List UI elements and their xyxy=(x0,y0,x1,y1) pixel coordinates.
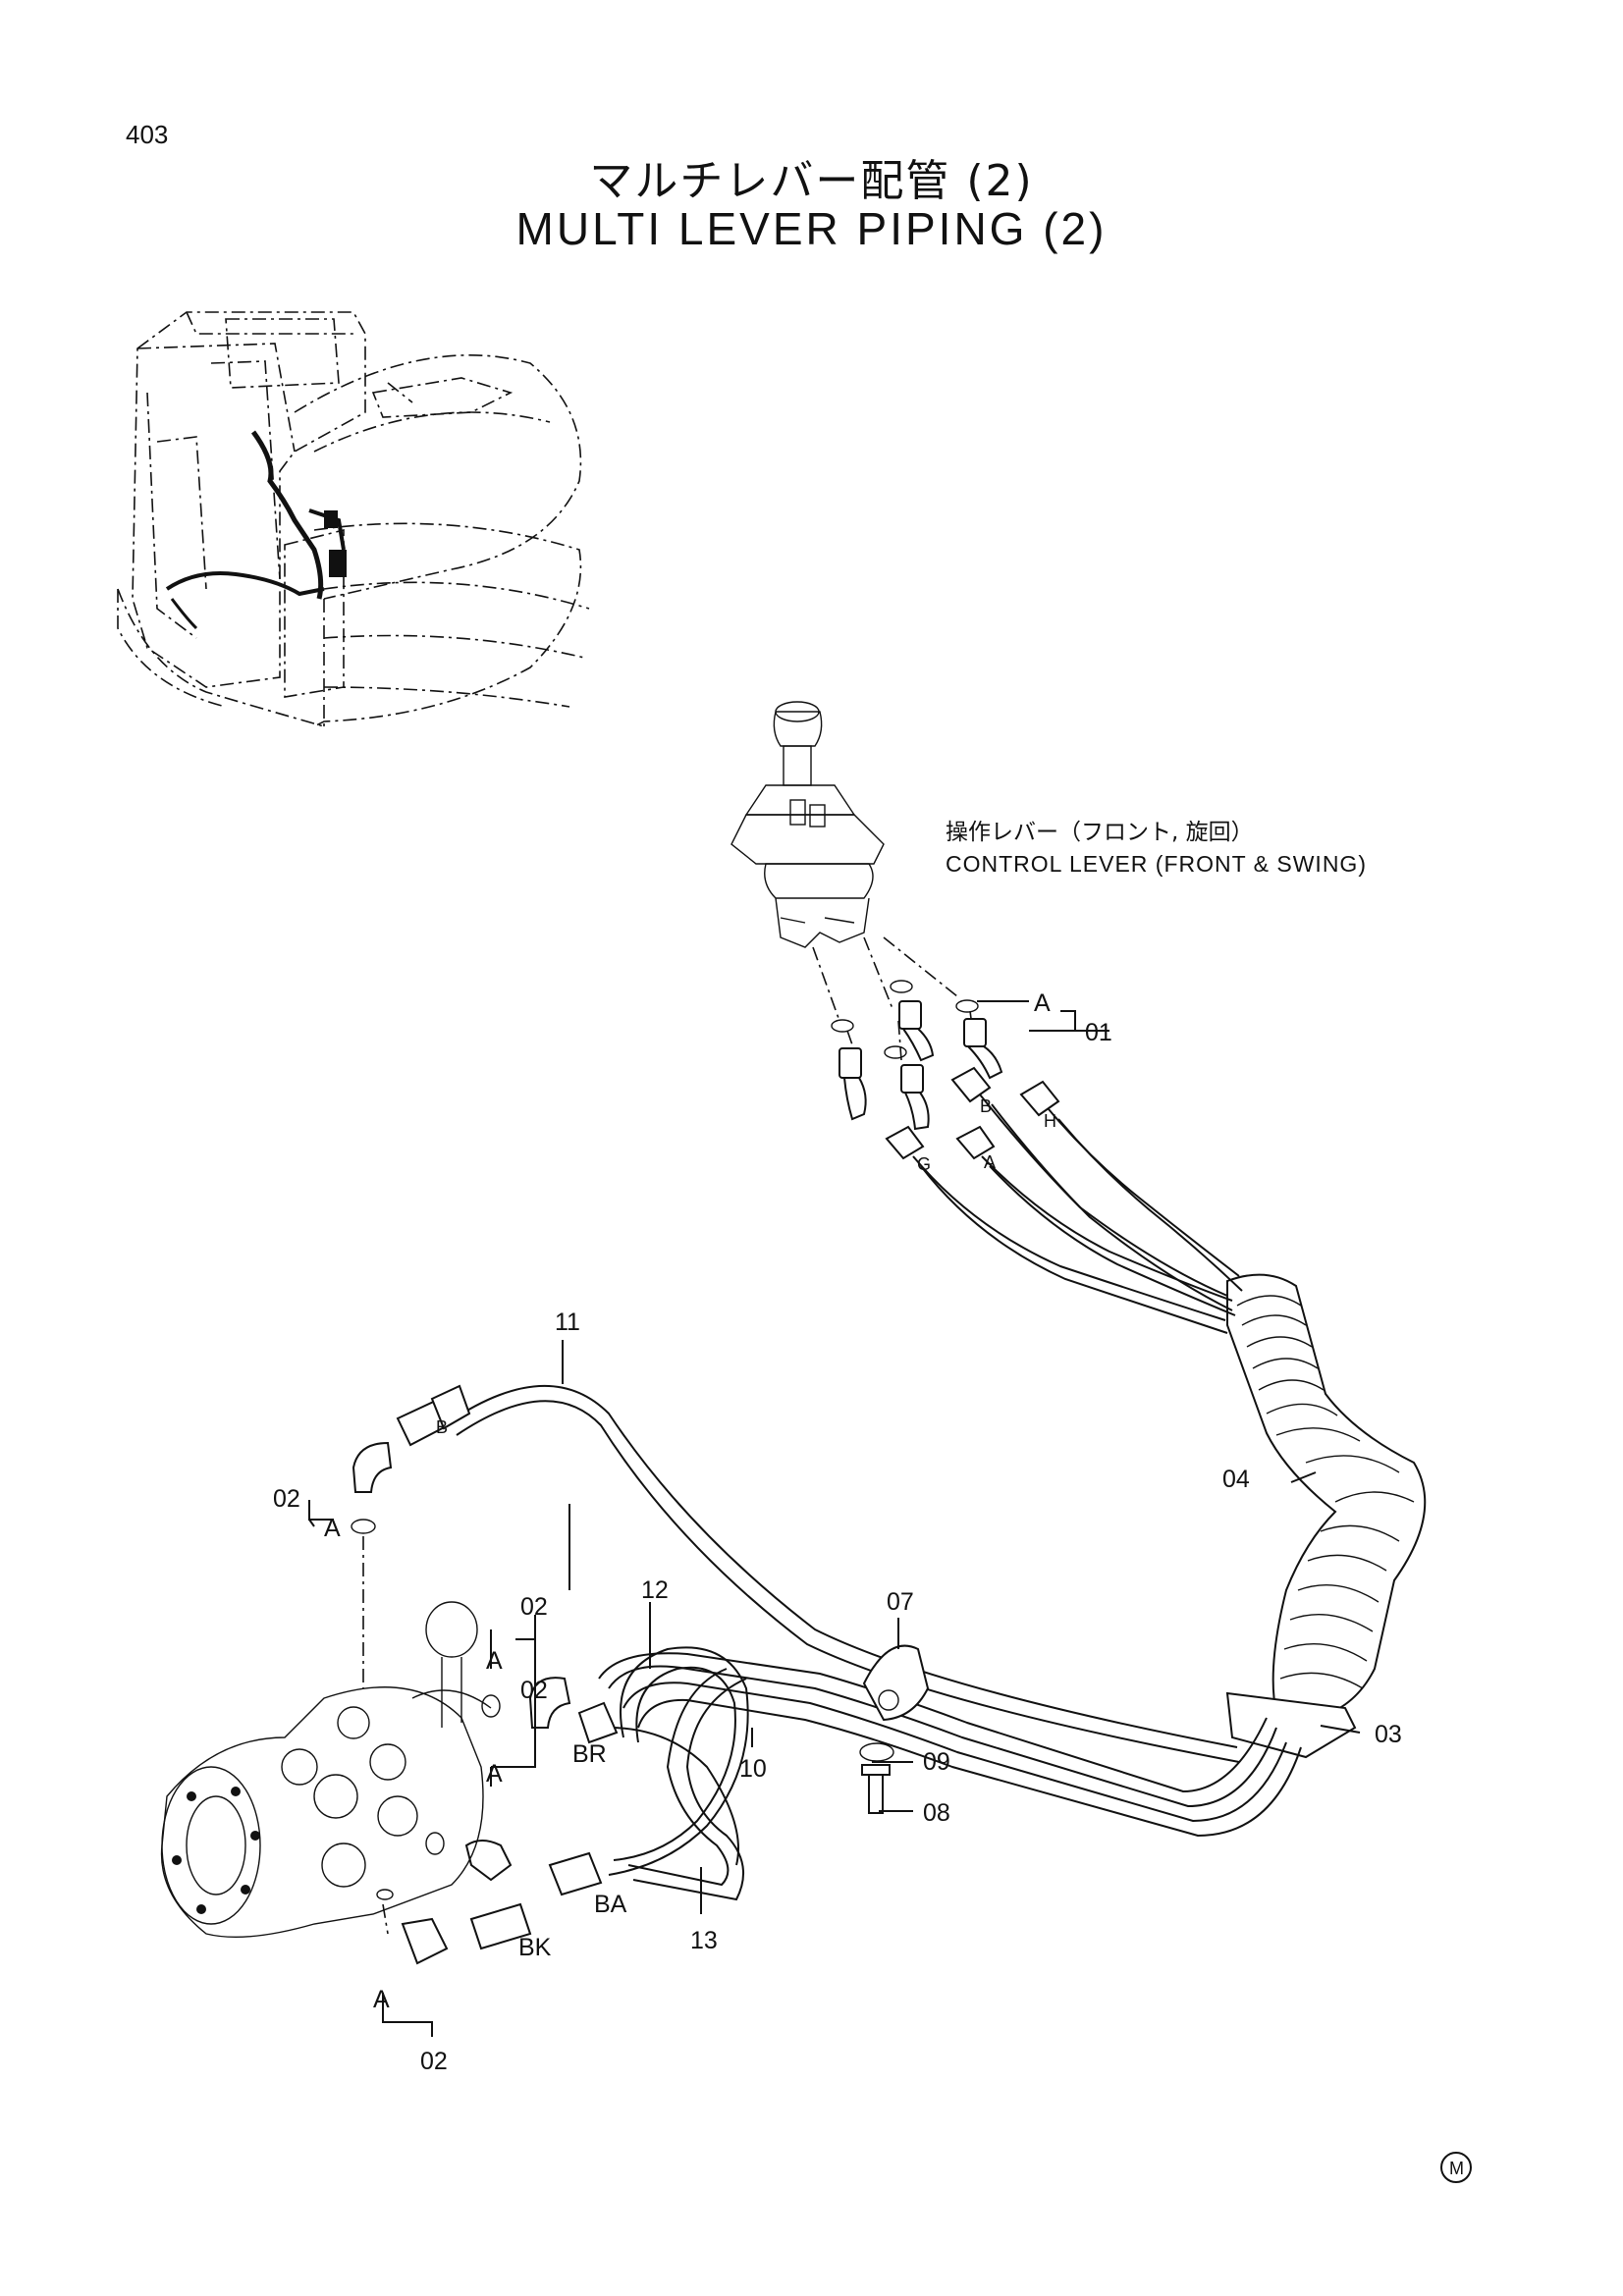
callout-04: 04 xyxy=(1222,1466,1250,1493)
lever-hoses xyxy=(912,1094,1243,1334)
page-number: 403 xyxy=(126,120,169,149)
detail-mark-a-lever: A xyxy=(977,989,1051,1017)
callout-02-top-left: 02 xyxy=(273,1485,300,1513)
port-label-bk: BK xyxy=(518,1934,552,1961)
callout-03: 03 xyxy=(1375,1721,1402,1748)
port-label-b-lever: B xyxy=(980,1096,992,1116)
detail-mark-a-motor-upper: A xyxy=(486,1647,503,1675)
control-lever-label-en: CONTROL LEVER (FRONT & SWING) xyxy=(946,851,1367,877)
footer-circled-m-mark: M xyxy=(1440,2152,1472,2183)
callout-07: 07 xyxy=(887,1588,914,1616)
callout-02-bottom: 02 xyxy=(420,2048,448,2075)
clamp-03 xyxy=(1225,1691,1357,1759)
hose-end-fittings-lever xyxy=(885,1066,1060,1160)
title-english: MULTI LEVER PIPING (2) xyxy=(515,203,1108,254)
detail-mark-a-motor-top: A xyxy=(324,1515,341,1542)
clamp-07 xyxy=(859,1644,930,1814)
callout-01: 01 xyxy=(1085,1019,1112,1046)
callout-10: 10 xyxy=(739,1755,767,1783)
port-label-b-motor: B xyxy=(436,1417,448,1437)
title-japanese: マルチレバー配管 (2) xyxy=(589,156,1034,206)
hose-11 xyxy=(449,1385,1238,1748)
machine-overview-illustration xyxy=(117,311,590,727)
callout-13: 13 xyxy=(690,1927,718,1954)
callout-12: 12 xyxy=(641,1576,669,1604)
port-label-a-lever: A xyxy=(984,1152,996,1172)
elbow-fittings-01 xyxy=(839,1000,1003,1131)
detail-mark-a-motor-bottom: A xyxy=(373,1986,390,2013)
elbow-fittings-02 xyxy=(352,1441,571,1965)
control-lever-label-jp: 操作レバー（フロント, 旋回） xyxy=(946,820,1254,845)
callout-08: 08 xyxy=(923,1799,950,1827)
svg-text:A: A xyxy=(1034,989,1051,1017)
control-lever-illustration xyxy=(730,701,885,948)
detail-mark-a-motor-middle: A xyxy=(486,1760,503,1788)
port-label-ba: BA xyxy=(594,1891,627,1918)
callout-02-middle: 02 xyxy=(520,1677,548,1704)
protective-sleeve-04 xyxy=(1226,1273,1427,1720)
callout-09: 09 xyxy=(923,1748,950,1776)
svg-text:M: M xyxy=(1449,2159,1464,2178)
hoses-10-12-13 xyxy=(608,1646,749,1901)
callout-leaders xyxy=(308,1010,1361,2037)
swing-motor-illustration xyxy=(160,1601,492,1939)
motor-hose-fittings xyxy=(396,1384,619,1950)
callout-11: 11 xyxy=(555,1308,580,1336)
port-label-h: H xyxy=(1044,1111,1056,1131)
callout-02-upper-right: 02 xyxy=(520,1593,548,1621)
port-label-br: BR xyxy=(572,1740,607,1768)
port-label-g: G xyxy=(917,1154,931,1174)
